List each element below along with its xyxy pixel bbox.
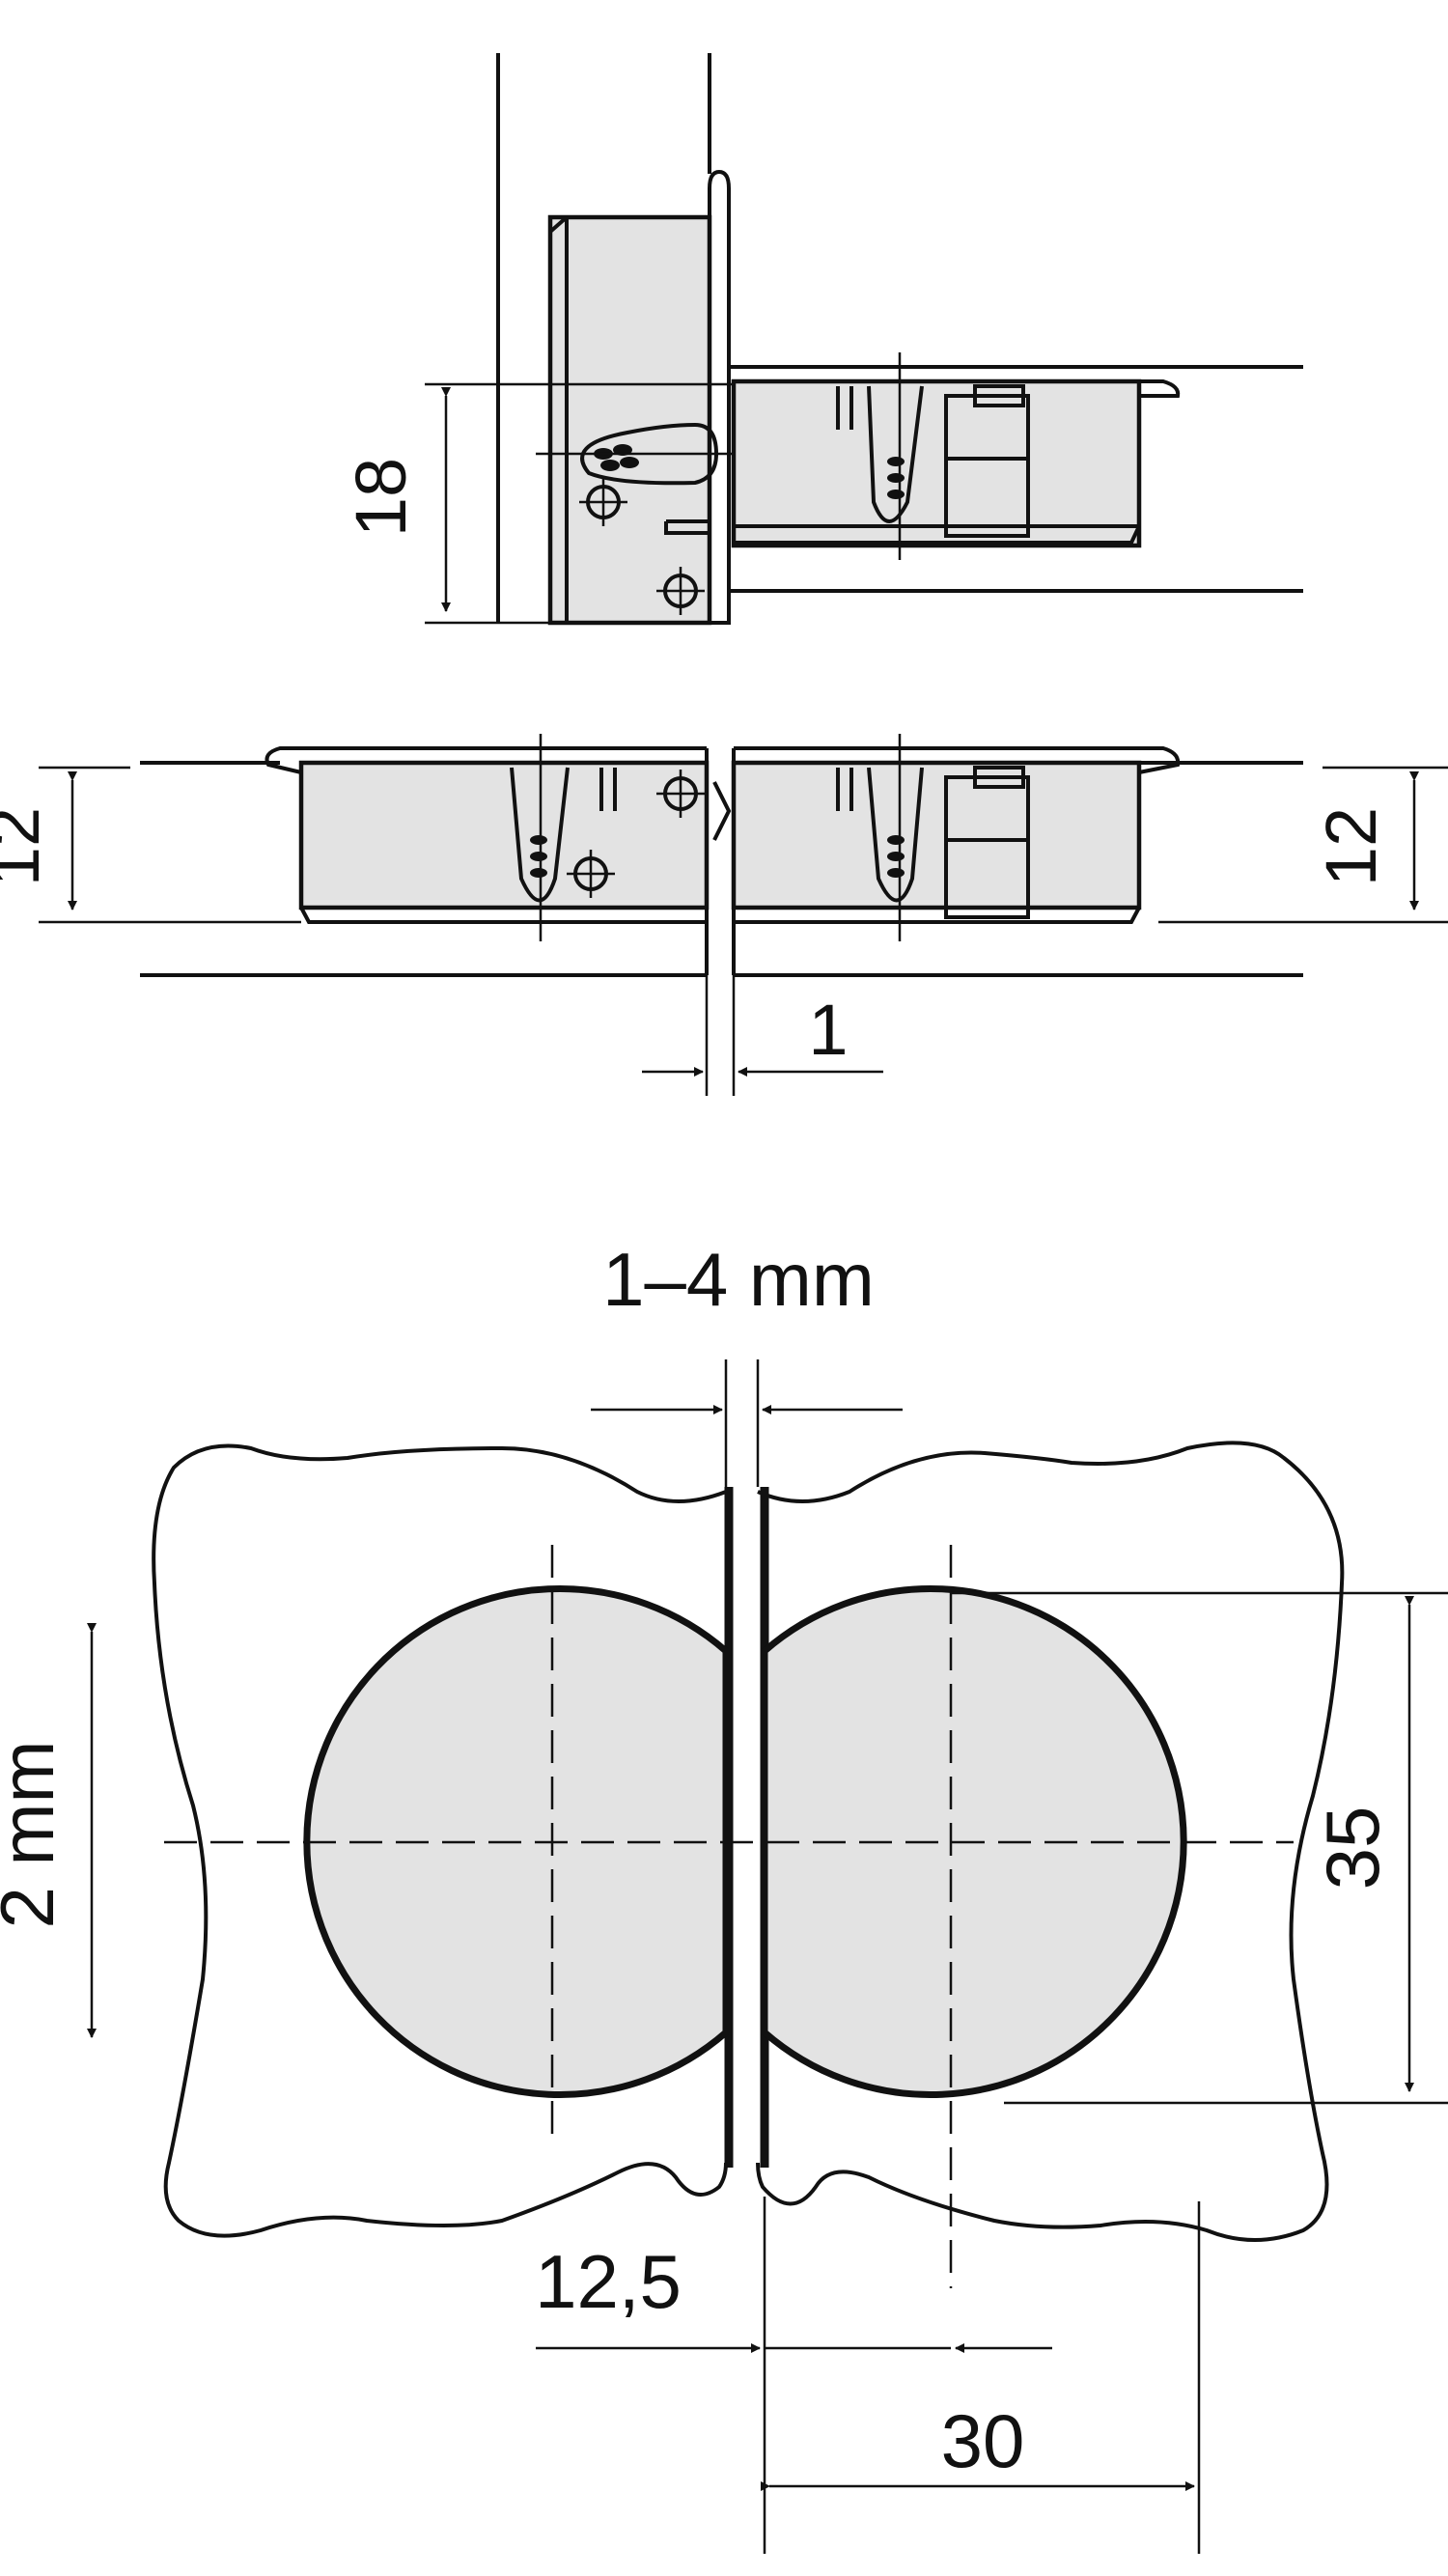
- dim-12-left-label: 12: [0, 807, 54, 886]
- hinge-body-side-left: [298, 760, 710, 910]
- spring-coils-side-right: [887, 835, 905, 878]
- hinge-body-side-right: [731, 760, 1142, 910]
- glass-pane-right: [756, 1441, 1345, 2242]
- gap-range-label: 1–4 mm: [602, 1237, 875, 1322]
- diameter-label: 35: [1310, 1806, 1395, 1890]
- top-view: 18: [341, 53, 1303, 626]
- edge-distance-label: 30: [941, 2398, 1025, 2483]
- glass-pane-left: [152, 1443, 728, 2238]
- dim-1-label: 1: [808, 990, 848, 1070]
- offset-label: 12,5: [535, 2239, 682, 2324]
- side-view: 12 12 1: [0, 734, 1448, 1096]
- hinge-body-right: [731, 378, 1142, 548]
- spring-coils-top: [887, 457, 905, 499]
- hinge-leaf-left: [547, 214, 712, 626]
- dim-12-right-label: 12: [1311, 807, 1391, 886]
- dim-18-label: 18: [341, 458, 421, 537]
- spring-coils-side-left: [530, 835, 547, 878]
- front-view: 1–4 mm 2 mm 35 12,5: [0, 1237, 1448, 2554]
- thickness-label: 2 mm: [0, 1741, 70, 1929]
